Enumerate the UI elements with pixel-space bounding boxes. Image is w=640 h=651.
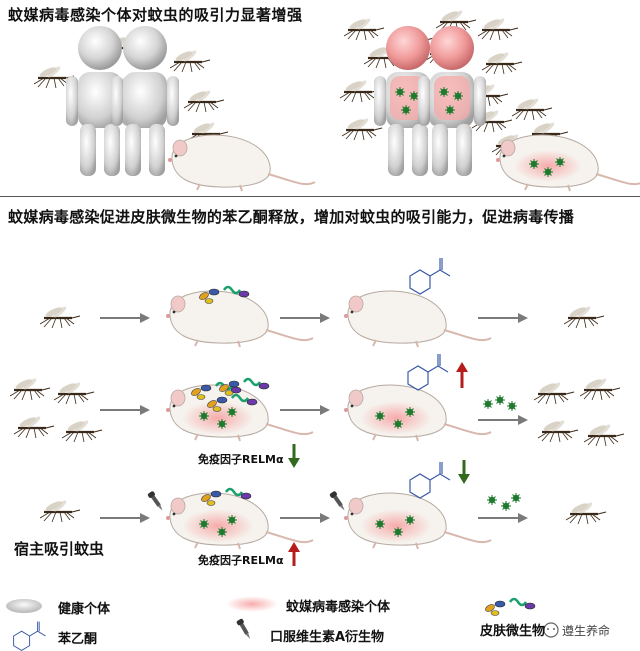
- dropper-icon: [329, 490, 348, 513]
- acetophenone-molecule: [409, 461, 451, 499]
- dropper-legend-icon: [235, 618, 254, 641]
- acetophenone-molecule: [409, 257, 451, 295]
- virus-cluster: [486, 492, 522, 512]
- legend-oral-vita-label: 口服维生素A衍生物: [270, 630, 385, 645]
- dropper-icon: [147, 490, 166, 513]
- infected-human-figure: [418, 26, 486, 176]
- mosquito: [168, 47, 212, 74]
- infected-mouse: [165, 384, 314, 442]
- mosquito: [38, 303, 82, 330]
- infected-legend-icon: [226, 596, 278, 612]
- immune-factor-label: 免疫因子RELMα: [198, 554, 284, 567]
- legend-acetophenone-label: 苯乙酮: [58, 632, 98, 647]
- legend-healthy-label: 健康个体: [58, 602, 111, 617]
- infected-mouse: [495, 134, 640, 192]
- infected-human-figure: [374, 26, 442, 176]
- virus-cluster: [482, 394, 518, 412]
- wechat-icon: [543, 622, 559, 638]
- infected-mouse: [343, 492, 492, 550]
- mosquito: [564, 499, 608, 526]
- section1-title: 蚊媒病毒感染个体对蚊虫的吸引力显著增强: [8, 6, 303, 24]
- immune-factor-label: 免疫因子RELMα: [198, 453, 284, 466]
- healthy-legend-icon: [6, 599, 42, 613]
- infected-mouse: [343, 384, 492, 442]
- mosquito-group: [532, 375, 626, 448]
- section-divider: [0, 196, 640, 197]
- legend-microbes-label: 皮肤微生物: [480, 624, 546, 639]
- mosquito-group: [8, 375, 104, 444]
- microbes-legend-icon: [482, 597, 537, 617]
- infected-mouse: [165, 492, 314, 550]
- acetophenone-molecule: [407, 353, 449, 391]
- healthy-mouse: [167, 134, 316, 192]
- healthy-mouse: [343, 290, 492, 348]
- watermark-text: 遵生养命: [562, 624, 611, 638]
- mosquito: [562, 303, 606, 330]
- mosquito: [182, 87, 226, 114]
- mosquito: [38, 497, 82, 524]
- host-attracts-mosquito-label: 宿主吸引蚊虫: [14, 540, 105, 558]
- legend-infected-label: 蚊媒病毒感染个体: [286, 600, 391, 615]
- section2-title: 蚊媒病毒感染促进皮肤微生物的苯乙酮释放，增加对蚊虫的吸引能力，促进病毒传播: [8, 208, 575, 226]
- acetophenone-legend-icon: [13, 621, 47, 651]
